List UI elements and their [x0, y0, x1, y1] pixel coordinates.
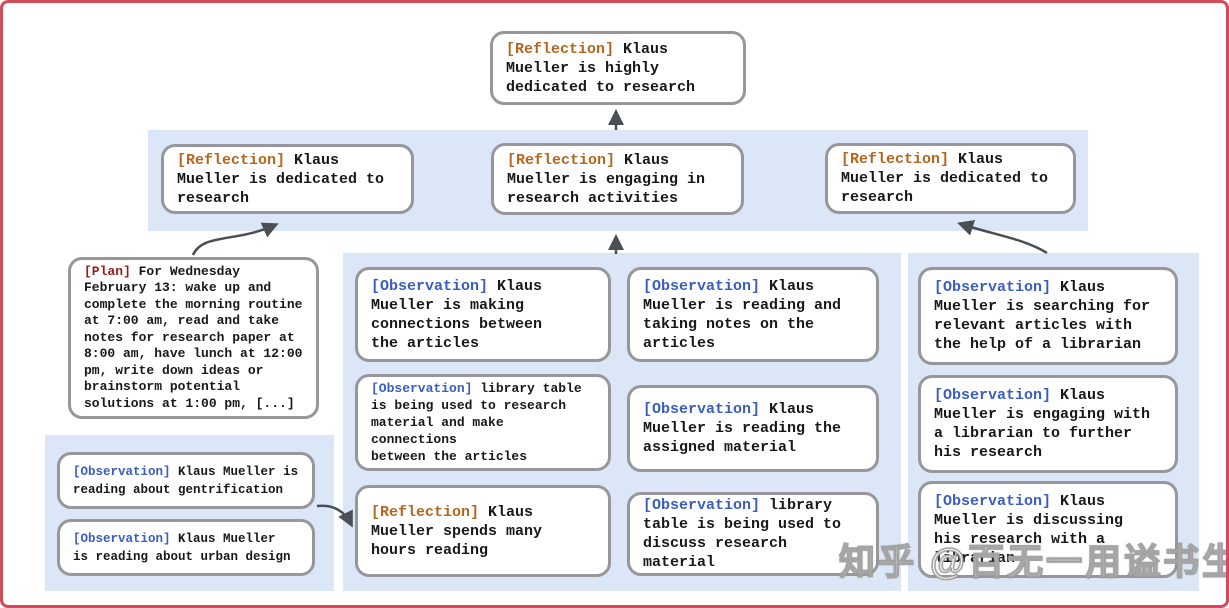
memory-node-obs-searching-articles: [Observation] Klaus Mueller is searching…: [918, 267, 1178, 365]
observation-tag: [Observation]: [934, 492, 1052, 510]
node-text: Klaus Mueller is highly dedicated to res…: [506, 40, 696, 96]
memory-node-obs-discussing-librarian: [Observation] Klaus Mueller is discussin…: [918, 481, 1178, 578]
memory-node-reflection-hours-reading: [Reflection] Klaus Mueller spends many h…: [355, 485, 611, 577]
memory-node-obs-engaging-librarian: [Observation] Klaus Mueller is engaging …: [918, 375, 1178, 473]
reflection-tag: [Reflection]: [507, 151, 616, 169]
observation-tag: [Observation]: [643, 277, 761, 295]
memory-node-obs-taking-notes: [Observation] Klaus Mueller is reading a…: [627, 267, 879, 362]
memory-node-obs-urban-design: [Observation] Klaus Mueller is reading a…: [57, 519, 315, 576]
node-text: Klaus Mueller is engaging with a librari…: [934, 387, 1151, 461]
node-text: library table is being used to research …: [371, 381, 582, 464]
node-text: Klaus Mueller is reading about urban des…: [73, 531, 291, 564]
memory-node-root: [Reflection] Klaus Mueller is highly ded…: [490, 31, 746, 105]
observation-tag: [Observation]: [643, 401, 761, 418]
plan-tag: [Plan]: [84, 263, 131, 279]
node-text: Klaus Mueller is reading about gentrific…: [73, 464, 299, 497]
reflection-tag: [Reflection]: [506, 40, 615, 58]
node-text: Klaus Mueller is reading the assigned ma…: [643, 401, 842, 456]
node-text: For Wednesday February 13: wake up and c…: [84, 263, 303, 411]
memory-node-obs-library-discuss: [Observation] library table is being use…: [627, 492, 879, 576]
observation-tag: [Observation]: [371, 277, 489, 295]
reflection-tag: [Reflection]: [371, 503, 480, 521]
node-text: Klaus Mueller is dedicated to research: [177, 151, 385, 207]
node-text: Klaus Mueller is dedicated to research: [841, 151, 1049, 206]
memory-node-reflection-middle: [Reflection] Klaus Mueller is engaging i…: [491, 143, 744, 215]
node-text: Klaus Mueller spends many hours reading: [371, 503, 543, 559]
observation-tag: [Observation]: [643, 497, 761, 514]
observation-tag: [Observation]: [371, 381, 473, 396]
memory-node-obs-assigned-material: [Observation] Klaus Mueller is reading t…: [627, 385, 879, 472]
memory-node-reflection-left: [Reflection] Klaus Mueller is dedicated …: [161, 144, 414, 214]
node-text: Klaus Mueller is reading and taking note…: [643, 277, 842, 352]
reflection-tag: [Reflection]: [841, 151, 950, 168]
node-text: Klaus Mueller is searching for relevant …: [934, 279, 1151, 353]
observation-tag: [Observation]: [73, 464, 171, 479]
memory-node-plan: [Plan] For Wednesday February 13: wake u…: [68, 257, 319, 419]
node-text: Klaus Mueller is engaging in research ac…: [507, 151, 706, 207]
observation-tag: [Observation]: [73, 531, 171, 546]
reflection-tag: [Reflection]: [177, 151, 286, 169]
observation-tag: [Observation]: [934, 387, 1052, 404]
node-text: library table is being used to discuss r…: [643, 497, 842, 571]
memory-node-reflection-right: [Reflection] Klaus Mueller is dedicated …: [825, 143, 1076, 214]
memory-node-obs-gentrification: [Observation] Klaus Mueller is reading a…: [57, 452, 315, 509]
memory-node-obs-library-research: [Observation] library table is being use…: [355, 374, 611, 471]
observation-tag: [Observation]: [934, 279, 1052, 296]
memory-node-obs-connections: [Observation] Klaus Mueller is making co…: [355, 267, 611, 362]
node-text: Klaus Mueller is making connections betw…: [371, 277, 543, 352]
node-text: Klaus Mueller is discussing his research…: [934, 492, 1124, 567]
